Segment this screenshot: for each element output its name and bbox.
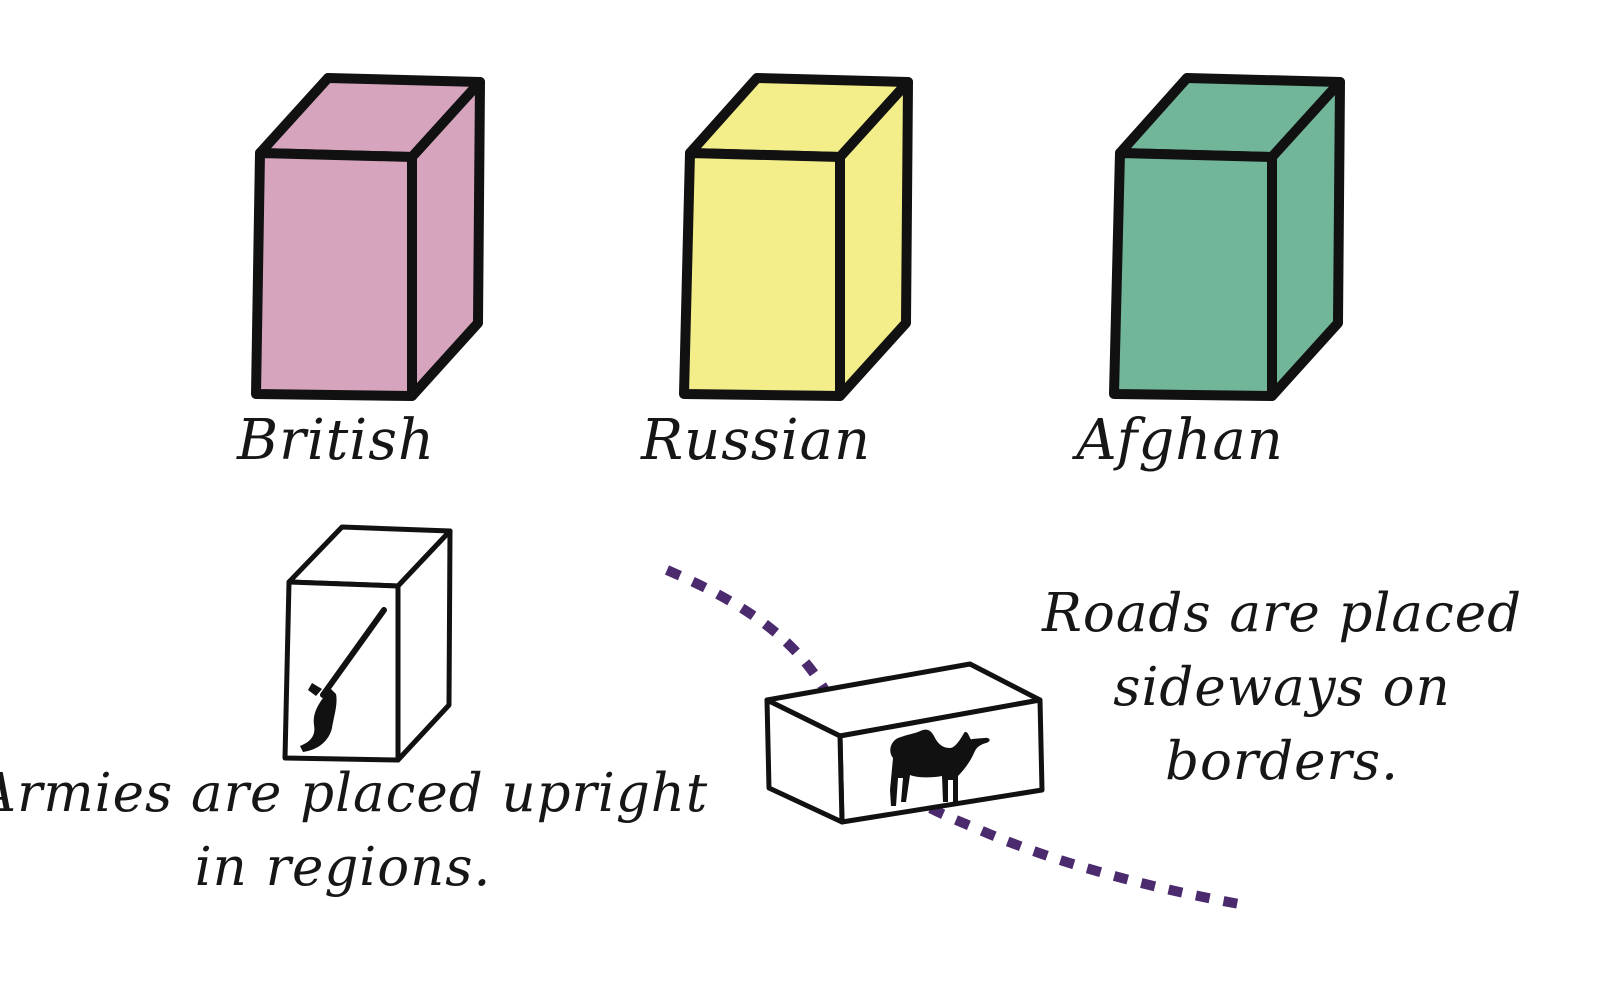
- british-cube-front: [256, 153, 412, 396]
- army-block: [285, 527, 450, 760]
- afghan-cube: [1114, 78, 1340, 396]
- russian-cube: [684, 78, 908, 396]
- afghan-label: Afghan: [1076, 408, 1284, 473]
- british-cube: [256, 78, 480, 396]
- russian-cube-front: [684, 153, 840, 396]
- british-label: British: [237, 408, 435, 473]
- russian-label: Russian: [641, 408, 871, 473]
- afghan-cube-front: [1114, 153, 1272, 396]
- road-block: [767, 664, 1042, 822]
